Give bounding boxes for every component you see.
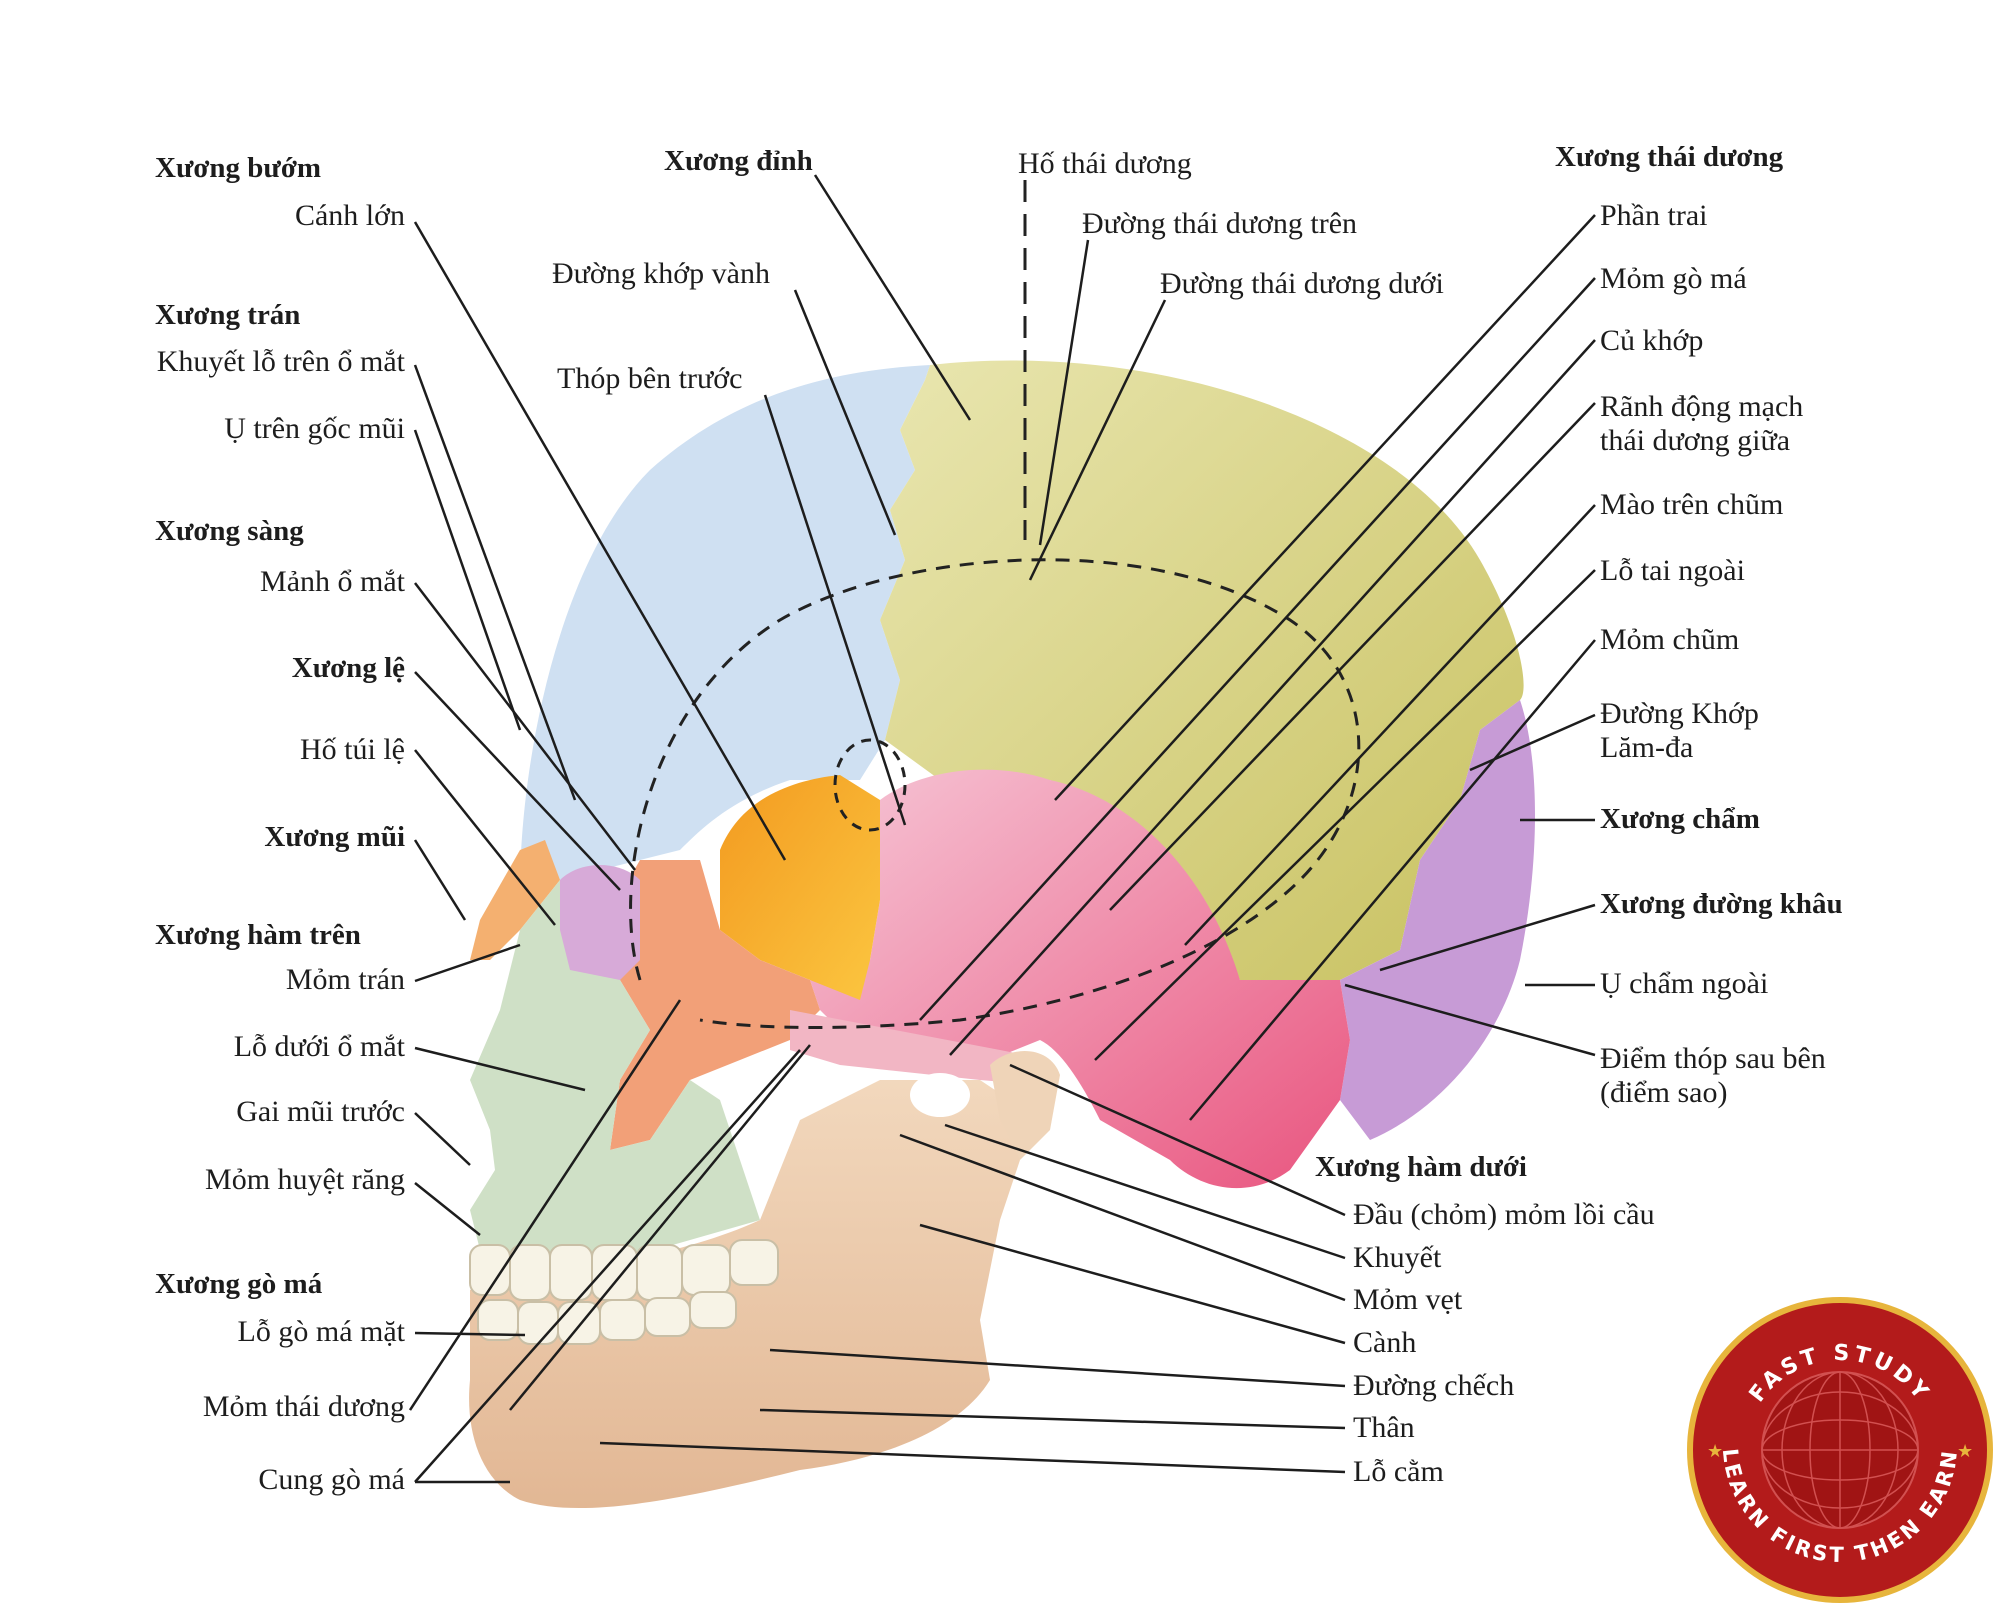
label-xuong-ham-tren: Xương hàm trên xyxy=(155,919,361,951)
label-ho-thai-duong: Hố thái dương xyxy=(1018,147,1192,180)
label-xuong-dinh: Xương đỉnh xyxy=(664,145,813,177)
label-dau-chom-mom-loi-cau: Đầu (chỏm) mỏm lồi cầu xyxy=(1353,1198,1655,1231)
label-lo-cam: Lỗ cằm xyxy=(1353,1455,1444,1488)
temporal-bone xyxy=(810,769,1350,1189)
leader-lines xyxy=(408,174,1596,1484)
teeth xyxy=(469,1239,779,1345)
label-phan-trai: Phần trai xyxy=(1600,199,1708,232)
label-diem-thop-sau-ben: Điểm thóp sau bên (điểm sao) xyxy=(1600,1042,1826,1110)
label-than: Thân xyxy=(1353,1411,1415,1444)
label-diem-thop-sau-ben-line1: Điểm thóp sau bên xyxy=(1600,1042,1826,1075)
label-khuyet-lo-tren-o-mat: Khuyết lỗ trên ổ mắt xyxy=(156,345,405,378)
label-canh-lon: Cánh lớn xyxy=(294,199,405,232)
nasal-bone xyxy=(470,840,560,960)
frontal-bone xyxy=(520,365,930,890)
parietal-bone xyxy=(880,360,1524,980)
label-canh: Cành xyxy=(1353,1326,1417,1359)
label-xuong-tran: Xương trán xyxy=(155,299,301,331)
label-duong-khop-lamda-line2: Lăm-đa xyxy=(1600,731,1694,764)
label-duong-thai-duong-duoi: Đường thái dương dưới xyxy=(1160,267,1444,300)
zygomatic-bone xyxy=(600,860,820,1150)
label-ranh-dong-mach-line1: Rãnh động mạch xyxy=(1600,390,1804,423)
fast-study-logo: FAST STUDY LEARN FIRST THEN EARN ★ ★ xyxy=(1687,1297,1993,1603)
zygomatic-arch xyxy=(790,1010,1050,1085)
label-manh-o-mat: Mảnh ổ mắt xyxy=(260,565,405,598)
label-xuong-thai-duong: Xương thái dương xyxy=(1555,141,1784,173)
label-lo-tai-ngoai: Lỗ tai ngoài xyxy=(1600,554,1745,587)
label-cu-khop: Củ khớp xyxy=(1600,324,1704,357)
label-gai-mui-truoc: Gai mũi trước xyxy=(236,1095,405,1128)
orbital-region xyxy=(560,865,640,980)
label-mao-tren-chum: Mào trên chũm xyxy=(1600,488,1784,521)
label-xuong-le: Xương lệ xyxy=(291,652,405,684)
label-mom-vet: Mỏm vẹt xyxy=(1353,1283,1463,1316)
star-icon-left: ★ xyxy=(1707,1441,1723,1461)
label-mom-tran: Mỏm trán xyxy=(285,963,405,996)
label-ho-tui-le: Hố túi lệ xyxy=(300,733,405,766)
label-duong-chech: Đường chếch xyxy=(1353,1369,1515,1402)
occipital-bone xyxy=(1340,700,1535,1140)
mandible-bone xyxy=(469,1080,1021,1509)
label-xuong-sang: Xương sàng xyxy=(155,515,304,547)
label-duong-khop-lamda-line1: Đường Khớp xyxy=(1600,697,1759,730)
temporal-fossa-outline xyxy=(629,558,1361,1029)
label-cung-go-ma: Cung gò má xyxy=(258,1463,405,1496)
label-duong-khop-lamda: Đường Khớp Lăm-đa xyxy=(1600,697,1759,765)
label-mom-huyet-rang: Mỏm huyệt răng xyxy=(205,1163,405,1196)
label-thop-ben-truoc: Thóp bên trước xyxy=(557,362,743,395)
label-lo-go-ma-mat: Lỗ gò má mặt xyxy=(237,1315,405,1348)
sphenoid-greater-wing xyxy=(720,775,880,1000)
label-xuong-go-ma: Xương gò má xyxy=(155,1268,323,1300)
star-icon-right: ★ xyxy=(1957,1441,1973,1461)
label-khuyet: Khuyết xyxy=(1353,1241,1442,1274)
label-xuong-buom: Xương bướm xyxy=(155,152,322,184)
maxilla-bone xyxy=(470,880,760,1260)
label-xuong-cham: Xương chẩm xyxy=(1600,803,1760,835)
pterion-circle xyxy=(833,738,907,832)
label-lo-duoi-o-mat: Lỗ dưới ổ mắt xyxy=(233,1030,405,1063)
globe-icon xyxy=(1761,1371,1919,1529)
label-xuong-mui: Xương mũi xyxy=(264,821,405,853)
label-ranh-dong-mach: Rãnh động mạch thái dương giữa xyxy=(1600,390,1803,458)
label-diem-thop-sau-ben-line2: (điểm sao) xyxy=(1600,1076,1728,1109)
label-mom-chum: Mỏm chũm xyxy=(1600,623,1740,656)
label-duong-thai-duong-tren: Đường thái dương trên xyxy=(1082,207,1358,240)
label-ranh-dong-mach-line2: thái dương giữa xyxy=(1600,424,1791,457)
label-u-tren-goc-mui: Ụ trên gốc mũi xyxy=(224,412,405,445)
external-acoustic-meatus xyxy=(910,1073,970,1117)
label-mom-go-ma: Mỏm gò má xyxy=(1600,262,1747,295)
label-mom-thai-duong: Mỏm thái dương xyxy=(202,1390,405,1423)
label-duong-khop-vanh: Đường khớp vành xyxy=(552,257,770,290)
label-u-cham-ngoai: Ụ chẩm ngoài xyxy=(1600,967,1769,1000)
label-xuong-ham-duoi: Xương hàm dưới xyxy=(1315,1151,1527,1183)
label-xuong-duong-khau: Xương đường khâu xyxy=(1600,888,1843,920)
